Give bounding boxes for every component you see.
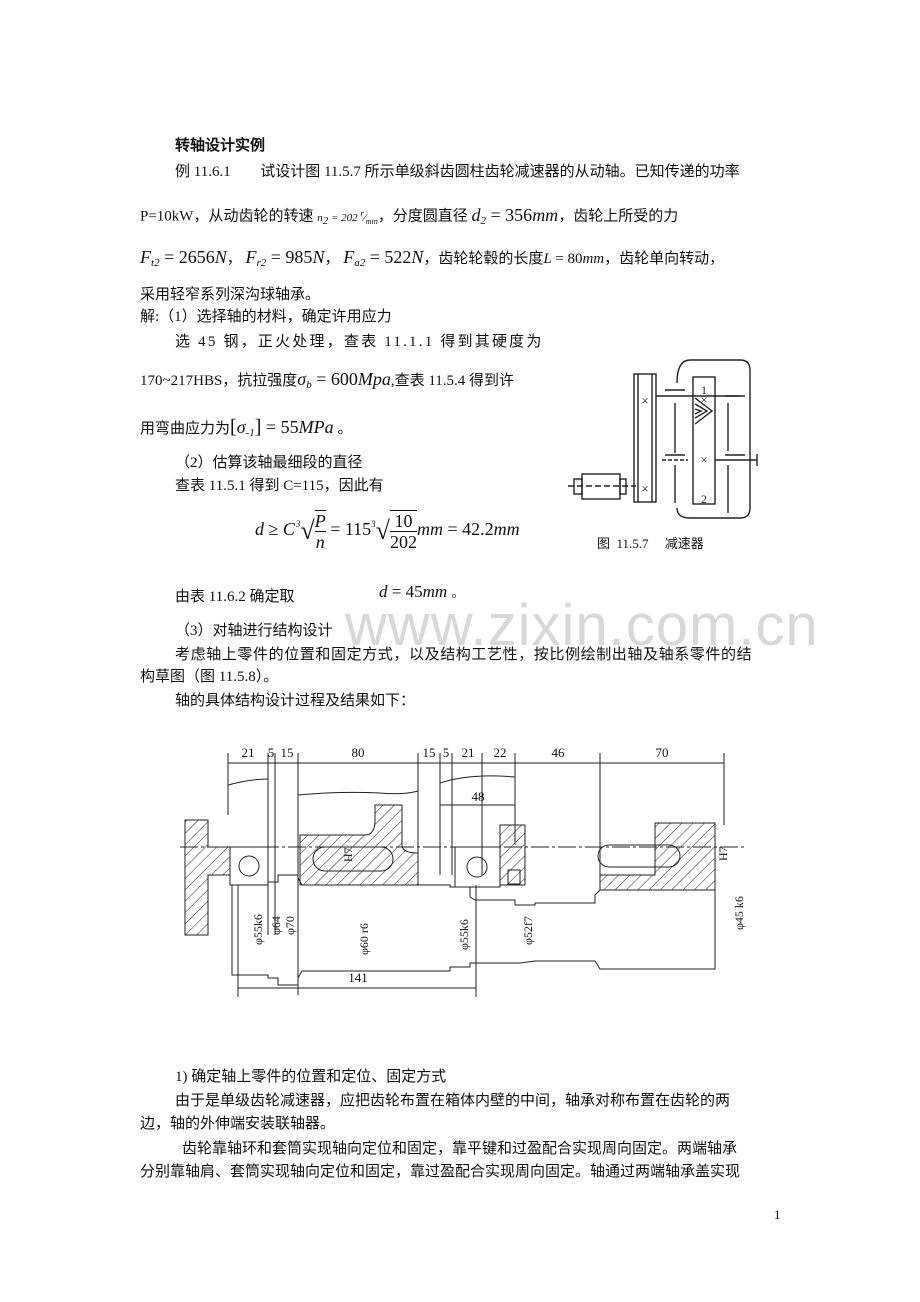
step3-line-2: 构草图（图 11.5.8）。 [140, 669, 279, 685]
text-period: 。 [337, 421, 353, 437]
fit-h7-gear: H7 [341, 847, 355, 862]
dim-5-left: 5 [268, 745, 275, 760]
section-para1-line1: 由于是单级齿轮减速器，应把齿轮布置在箱体内壁的中间，轴承对称布置在齿轮的两 [175, 1093, 731, 1109]
frac2-numerator: 10 [389, 511, 417, 532]
center-mark-icon: × [700, 452, 707, 467]
dia-52f7: φ52f7 [521, 916, 535, 945]
shaft-structure-figure: 21 5 15 80 15 5 21 22 46 70 48 141 φ55k6… [180, 745, 746, 997]
watermark: www.zixin.com.cn [345, 593, 819, 658]
text-power: P=10kW，从动齿轮的转速 [140, 208, 314, 225]
fit-h7-coupling: H7 [716, 846, 730, 861]
section-heading: 1) 确定轴上零件的位置和定位、固定方式 [175, 1069, 447, 1085]
text-hardness: 170~217HBS，抗拉强度 [140, 373, 298, 389]
step3-line-1: 考虑轴上零件的位置和固定方式，以及结构工艺性，按比例绘制出轴及轴系零件的结 [175, 647, 753, 663]
reducer-figure: × × × × 1 2 [568, 359, 758, 519]
step1-line-2: 170~217HBS，抗拉强度σb = 600Mpa,查表 11.5.4 得到许 [140, 370, 514, 394]
step2-result: d = 45mm 。 [379, 582, 465, 601]
fr-formula: Fr2 = 985N [245, 247, 325, 269]
dim-21-right: 21 [462, 745, 475, 760]
center-mark-icon: × [641, 393, 648, 408]
dim-141: 141 [348, 970, 368, 985]
gear-label-1: 1 [701, 383, 707, 397]
text-table-ref: ,查表 11.5.4 得到许 [390, 373, 515, 389]
section-para1-line2: 边，轴的外伸端安装联轴器。 [140, 1116, 336, 1132]
step2-line-1: 查表 11.5.1 得到 C=115，因此有 [175, 478, 384, 494]
example-line-1: 例 11.6.1 试设计图 11.5.7 所示单级斜齿圆柱齿轮减速器的从动轴。已… [175, 163, 740, 181]
step2-line-2: 由表 11.6.2 确定取 [175, 589, 295, 605]
center-mark-icon: × [700, 392, 707, 407]
step1-line-1: 选 45 钢，正火处理，查表 11.1.1 得到其硬度为 [175, 334, 544, 350]
gear-label-2: 2 [701, 492, 707, 506]
dia-55k6-right: φ55k6 [457, 919, 471, 950]
step3-line-3: 轴的具体结构设计过程及结果如下： [175, 693, 416, 709]
dim-21-left: 21 [242, 745, 255, 760]
example-line-4: 采用轻窄系列深沟球轴承。 [140, 287, 321, 303]
frac1-denominator: n [315, 532, 325, 552]
ft-formula: Ft2 = 2656N [140, 247, 227, 269]
text-rotation: ，齿轮单向转动， [604, 251, 725, 267]
dim-46: 46 [552, 745, 566, 760]
step1-line-3: 用弯曲应力为[σ-1] = 55MPa 。 [140, 416, 353, 442]
reducer-caption: 图 11.5.7 减速器 [597, 536, 704, 551]
dim-15-right: 15 [423, 745, 436, 760]
dim-5-right: 5 [443, 745, 450, 760]
sigma-formula: [σ-1] = 55MPa [230, 416, 334, 439]
text-pitch-diameter: ，分度圆直径 [377, 208, 468, 225]
section-para2-line1: 齿轮靠轴环和套筒实现轴向定位和固定，靠平键和过盈配合实现周向固定。两端轴承 [182, 1141, 738, 1157]
text-forces: ，齿轮上所受的力 [558, 208, 679, 225]
text-hub-length: ，齿轮轮毂的长度 [423, 251, 544, 267]
example-label: 例 11.6.1 [175, 164, 231, 180]
page-number: 1 [774, 1207, 781, 1222]
step1-heading: 解:（1）选择轴的材料，确定许用应力 [140, 309, 392, 325]
dia-64: φ64 [269, 916, 283, 935]
dim-70: 70 [656, 745, 669, 760]
document-title: 转轴设计实例 [175, 138, 266, 154]
dim-48: 48 [472, 789, 485, 804]
dia-60r6: φ60 r6 [357, 923, 371, 955]
frac2-denominator: 202 [389, 532, 417, 552]
dim-22: 22 [494, 745, 507, 760]
frac1-numerator: P [314, 511, 326, 532]
dia-45k6: φ45 k6 [732, 896, 746, 930]
speed-formula: n2 = 202 r⁄min [317, 208, 378, 227]
example-line-3: Ft2 = 2656N， Fr2 = 985N， Fa2 = 522N，齿轮轮毂… [140, 247, 725, 269]
fa-formula: Fa2 = 522N [343, 247, 424, 269]
dim-80: 80 [352, 745, 365, 760]
example-line-2: P=10kW，从动齿轮的转速 n2 = 202 r⁄min，分度圆直径 d2 =… [140, 204, 678, 231]
text-bending-stress: 用弯曲应力为 [140, 421, 231, 437]
sigma-b-formula: σb = 600Mpa [297, 369, 391, 391]
diameter-formula: d2 = 356mm [471, 204, 559, 227]
step2-heading: （2）估算该轴最细段的直径 [175, 455, 363, 471]
center-mark-icon: × [641, 481, 648, 496]
example-intro: 试设计图 11.5.7 所示单级斜齿圆柱齿轮减速器的从动轴。已知传递的功率 [260, 164, 740, 180]
dia-55k6-left: φ55k6 [251, 914, 265, 945]
length-formula: L = 80mm [543, 251, 605, 267]
dia-70: φ70 [283, 916, 297, 935]
dim-15-left: 15 [281, 745, 294, 760]
section-para2-line2: 分别靠轴肩、套筒实现轴向定位和固定，靠过盈配合实现周向固定。轴通过两端轴承盖实现 [140, 1164, 741, 1180]
step3-heading: （3）对轴进行结构设计 [175, 623, 333, 639]
